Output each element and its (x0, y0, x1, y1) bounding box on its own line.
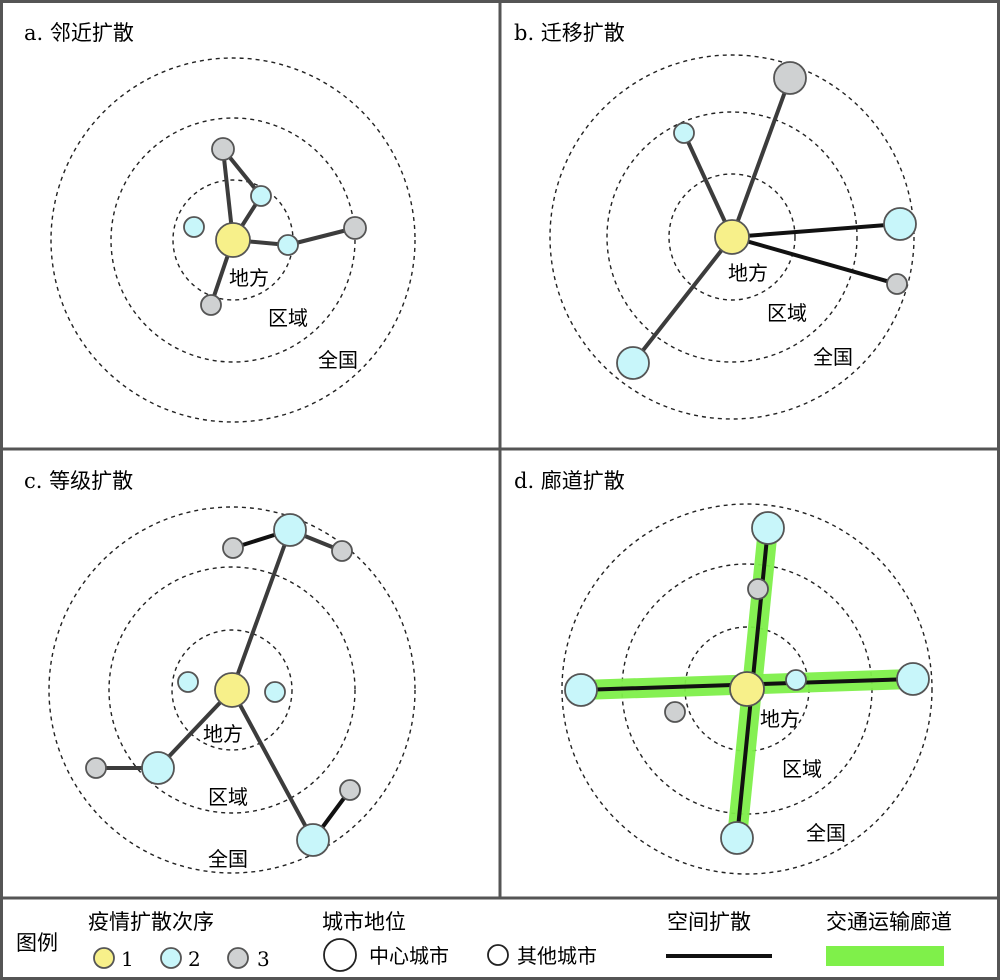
panel-c-city-order2 (177, 671, 199, 693)
panel-d-city-order3 (747, 578, 769, 600)
panel-d-center-city-order2 (896, 662, 930, 696)
panel-d: d. 廊道扩散 地方 区域 全国 (514, 469, 933, 875)
panel-b-label-region: 区域 (767, 301, 807, 325)
panel-b-edge (730, 76, 792, 239)
panel-d-label-local: 地方 (760, 707, 800, 731)
legend-order3-label: 3 (257, 947, 270, 971)
panel-a: a. 邻近扩散 地方 区域 全国 (24, 21, 416, 423)
panel-d-city-order3 (664, 701, 686, 723)
panel-a-ring-region (110, 117, 356, 363)
legend-order2-label: 2 (188, 947, 201, 971)
panel-b-label-national: 全国 (813, 345, 853, 369)
panel-c-center-city-order2 (296, 823, 330, 857)
panel-d-label-region: 区域 (782, 757, 822, 781)
panel-b-edge (631, 235, 734, 365)
panel-a-ring-national (50, 57, 416, 423)
legend-spread-label: 空间扩散 (667, 910, 751, 934)
panel-a-city-order3 (343, 216, 367, 240)
legend-order-title: 疫情扩散次序 (88, 910, 214, 934)
legend-other-city-label: 其他城市 (517, 944, 597, 968)
panel-c-ring-region (108, 566, 356, 814)
panel-b-edge (682, 131, 734, 239)
panel-d-label-national: 全国 (806, 821, 846, 845)
panel-c-ring-national (48, 506, 416, 874)
legend-center-city-label: 中心城市 (369, 944, 449, 968)
legend-order2-swatch (160, 947, 182, 969)
panel-b-city-order2 (673, 122, 695, 144)
panel-b-center-city (714, 219, 750, 255)
panel-a-label-national: 全国 (318, 348, 358, 372)
panel-c: c. 等级扩散 地方 区域 全国 (24, 469, 416, 874)
legend-center-city-swatch (323, 938, 357, 972)
panel-c-label-region: 区域 (208, 785, 248, 809)
panel-c-city-order2 (264, 681, 286, 703)
panel-b-ring-national (549, 54, 915, 420)
panel-c-center-city-order2 (273, 513, 307, 547)
panel-c-edge (230, 688, 315, 842)
panel-a-title: a. 邻近扩散 (24, 21, 134, 45)
panel-d-center-city-order2 (564, 673, 598, 707)
panel-c-city-order3 (85, 757, 107, 779)
panel-c-city-order3 (222, 537, 244, 559)
panel-b-center-city-order2 (883, 207, 917, 241)
panel-b-ring-local (668, 173, 796, 301)
legend-corridor-label: 交通运输廊道 (826, 910, 952, 934)
legend-order3-swatch (227, 947, 249, 969)
panel-a-label-local: 地方 (229, 266, 269, 290)
panel-d-city-order2 (785, 669, 807, 691)
panel-d-center-city (729, 671, 765, 707)
panel-b-label-local: 地方 (728, 261, 768, 285)
panel-c-center-city (214, 672, 250, 708)
panel-b: b. 迁移扩散 地方 区域 全国 (514, 21, 917, 420)
panel-c-title: c. 等级扩散 (24, 469, 133, 493)
panel-b-center-city-order2 (616, 346, 650, 380)
panel-b-edge (730, 235, 899, 286)
panel-a-city-order3 (200, 294, 222, 316)
panel-a-city-order2 (277, 234, 299, 256)
panel-a-city-order2 (183, 216, 205, 238)
panel-b-title: b. 迁移扩散 (514, 21, 625, 45)
legend-order1-label: 1 (121, 947, 134, 971)
panel-b-ring-region (606, 111, 858, 363)
panel-c-ring-local (171, 629, 293, 751)
panel-c-center-city-order2 (141, 751, 175, 785)
panel-c-edge (156, 688, 234, 770)
legend-corridor-swatch (826, 946, 944, 966)
legend-other-city-swatch (487, 944, 509, 966)
legend-title: 图例 (16, 931, 58, 955)
panel-c-city-order3 (339, 779, 361, 801)
panel-d-center-city-order2 (720, 821, 754, 855)
panel-d-title: d. 廊道扩散 (514, 469, 625, 493)
panel-b-city-order3 (886, 273, 908, 295)
legend: 图例 疫情扩散次序 1 2 3 城市地位 中心城市 其他城市 空间扩散 交通运输… (16, 910, 952, 972)
panel-a-city-order3 (211, 137, 235, 161)
panel-a-center-city (215, 222, 251, 258)
panel-a-label-region: 区域 (268, 306, 308, 330)
panel-a-city-order2 (250, 185, 272, 207)
panel-c-label-local: 地方 (203, 722, 243, 746)
panel-c-edge (230, 528, 292, 692)
legend-order1-swatch (93, 947, 115, 969)
panel-d-center-city-order2 (751, 511, 785, 545)
legend-city-title: 城市地位 (322, 910, 406, 934)
panel-b-edge (730, 222, 902, 239)
panel-c-city-order3 (331, 540, 353, 562)
panel-b-center-city-order3 (773, 61, 807, 95)
panel-c-label-national: 全国 (208, 847, 248, 871)
panel-d-ring-national (561, 503, 933, 875)
